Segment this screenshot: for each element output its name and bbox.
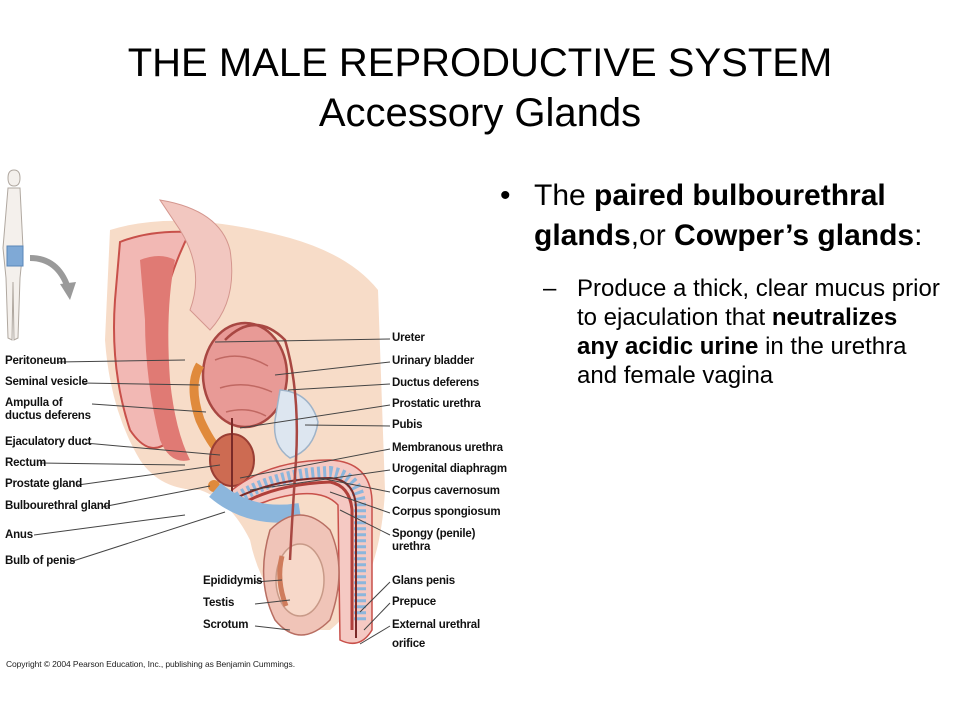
label-corpus-spongiosum: Corpus spongiosum: [392, 506, 501, 518]
bullet-text-run: :: [914, 219, 923, 252]
sub-bullet-marker: –: [543, 275, 557, 302]
label-urogenital-diaphragm: Urogenital diaphragm: [392, 463, 507, 475]
label-seminal-vesicle: Seminal vesicle: [5, 376, 88, 388]
title-line-2: Accessory Glands: [318, 91, 642, 135]
sub-bullet-text-run: Produce a thick, clear mucus prior to ej…: [577, 275, 940, 331]
copyright-notice: Copyright © 2004 Pearson Education, Inc.…: [6, 659, 295, 669]
label-prostate-gland: Prostate gland: [5, 478, 83, 490]
title-line-1: THE MALE REPRODUCTIVE SYSTEM: [127, 41, 833, 85]
label-external-orifice-line-1: External urethral: [392, 619, 480, 631]
label-prostatic-urethra: Prostatic urethra: [392, 398, 481, 410]
sub-bullet-text: Produce a thick, clear mucus prior to ej…: [577, 275, 940, 389]
label-prepuce: Prepuce: [392, 596, 436, 608]
bullet-text-run: ,or: [630, 219, 675, 252]
label-ampulla-line-2: ductus deferens: [5, 410, 91, 422]
label-urinary-bladder: Urinary bladder: [392, 355, 474, 367]
label-corpus-cavernosum: Corpus cavernosum: [392, 485, 500, 497]
curved-arrow-icon: [29, 255, 76, 300]
label-spongy-urethra-line-2: urethra: [392, 541, 431, 553]
label-peritoneum: Peritoneum: [5, 355, 67, 367]
label-scrotum: Scrotum: [203, 619, 249, 631]
label-ampulla-line-1: Ampulla of: [5, 397, 63, 409]
label-anus: Anus: [5, 529, 33, 541]
bullet-text-run: The: [534, 179, 595, 212]
left-leader-lines: [33, 359, 226, 563]
bullet-text-run: Cowper’s glands: [674, 219, 915, 252]
label-spongy-urethra-line-1: Spongy (penile): [392, 528, 476, 540]
label-bulbourethral-gland: Bulbourethral gland: [5, 500, 111, 512]
label-ureter: Ureter: [392, 332, 425, 344]
label-epididymis: Epididymis: [203, 575, 263, 587]
label-external-orifice-line-2: orifice: [392, 638, 426, 650]
label-ductus-deferens: Ductus deferens: [392, 377, 480, 389]
label-testis: Testis: [203, 597, 235, 609]
bullet-text: The paired bulbourethral glands,or Cowpe…: [534, 179, 922, 252]
label-pubis: Pubis: [392, 419, 423, 431]
sub-bullet-text-run: neutralizes any acidic urine: [577, 304, 898, 360]
bullet-marker: •: [500, 179, 511, 212]
label-glans-penis: Glans penis: [392, 575, 455, 587]
label-bulb-of-penis: Bulb of penis: [5, 555, 76, 567]
bullet-item: • The paired bulbourethral glands,or Cow…: [500, 176, 940, 256]
bullet-content: • The paired bulbourethral glands,or Cow…: [500, 176, 940, 390]
label-ejaculatory-duct: Ejaculatory duct: [5, 436, 92, 448]
bullet-text-run: paired bulbourethral glands: [534, 179, 886, 252]
anatomy-figure: Peritoneum Seminal vesicle Ampulla of du…: [0, 160, 520, 680]
right-leader-lines: [214, 338, 391, 645]
body-locator-icon: [2, 169, 24, 341]
slide-title: THE MALE REPRODUCTIVE SYSTEM Accessory G…: [0, 38, 960, 138]
anatomy-illustration: [2, 169, 391, 645]
sub-bullet-text-run: in the urethra and female vagina: [577, 333, 907, 389]
label-rectum: Rectum: [5, 457, 46, 469]
sub-bullet-item: – Produce a thick, clear mucus prior to …: [500, 274, 940, 390]
label-membranous-urethra: Membranous urethra: [392, 442, 503, 454]
